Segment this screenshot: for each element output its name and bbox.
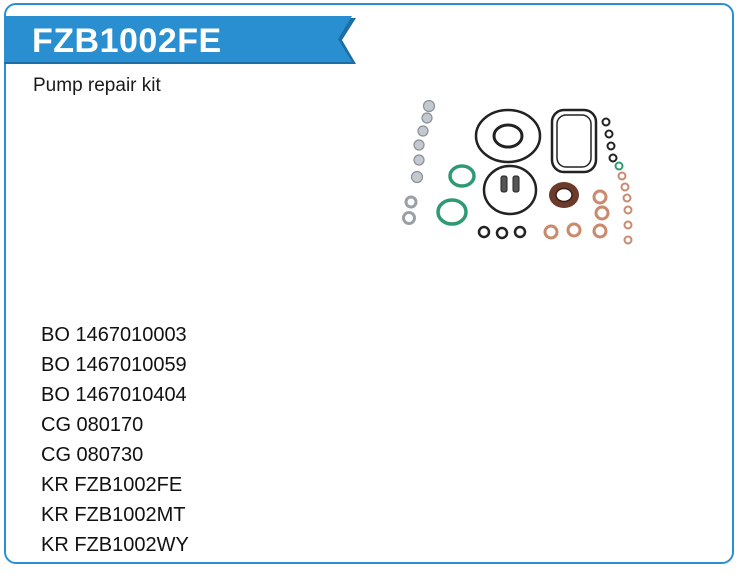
small-black-o-rings xyxy=(477,117,618,240)
cross-reference-item: KR FZB1002FE xyxy=(41,474,183,496)
cross-reference-item: BO 1467010059 xyxy=(41,354,187,376)
metal-nuts xyxy=(410,99,436,184)
shaft-seal xyxy=(549,182,579,208)
product-card xyxy=(4,3,734,564)
cross-reference-item: KR FZB1002MT xyxy=(41,504,186,526)
cross-reference-list: BO 1467010003 BO 1467010059 BO 146701040… xyxy=(41,320,189,560)
cross-reference-item: KR FZB1002WY xyxy=(41,534,189,556)
cross-reference-item: CG 080170 xyxy=(41,414,144,436)
product-description: Pump repair kit xyxy=(33,75,161,96)
copper-washers xyxy=(543,171,633,245)
delivery-valves xyxy=(500,175,520,193)
small-green-o-ring xyxy=(614,161,624,171)
black-gaskets xyxy=(474,108,598,216)
banner-ribbon-shape xyxy=(4,16,356,64)
metal-washers xyxy=(402,195,418,225)
cross-reference-item: BO 1467010003 xyxy=(41,324,187,346)
title-banner xyxy=(4,16,364,66)
product-code: FZB1002FE xyxy=(32,22,222,60)
cross-reference-item: CG 080730 xyxy=(41,444,144,466)
repair-kit-photo xyxy=(402,99,633,245)
green-o-rings xyxy=(436,164,476,226)
cross-reference-item: BO 1467010404 xyxy=(41,384,187,406)
